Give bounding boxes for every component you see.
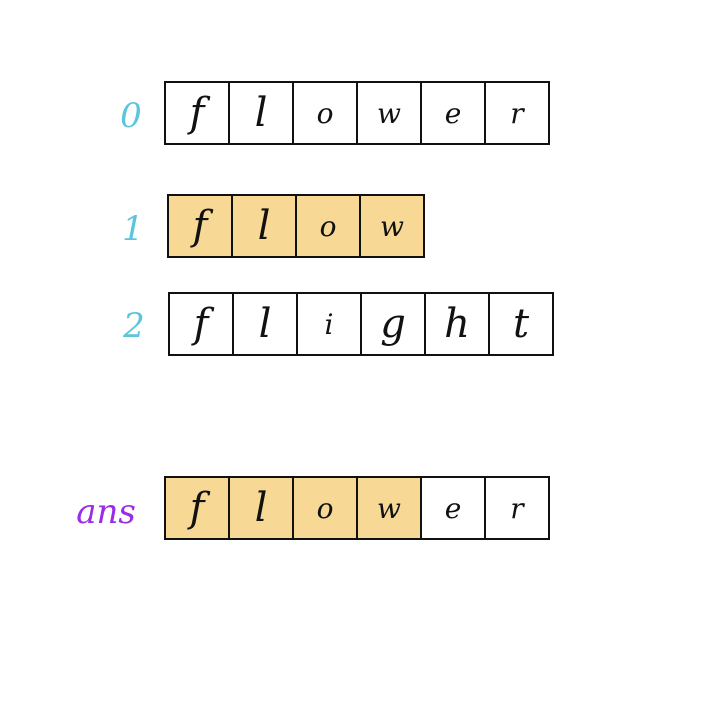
- char-cell: l: [230, 83, 294, 143]
- char-cell: g: [362, 294, 426, 354]
- char-cell: h: [426, 294, 490, 354]
- row-label-2: 2: [123, 306, 145, 346]
- char-cell: w: [358, 83, 422, 143]
- char-cell: l: [230, 478, 294, 538]
- char-cell: f: [169, 196, 233, 256]
- char-cell: f: [166, 83, 230, 143]
- char-cell: w: [358, 478, 422, 538]
- row-label-1: 1: [122, 209, 144, 249]
- char-cell: o: [294, 478, 358, 538]
- char-cell: t: [490, 294, 554, 354]
- char-cell: i: [298, 294, 362, 354]
- char-cell: e: [422, 83, 486, 143]
- row-label-0: 0: [120, 96, 142, 136]
- row-label-ans: ans: [76, 492, 136, 532]
- char-cell: r: [486, 83, 550, 143]
- char-cell: l: [233, 196, 297, 256]
- char-cell: f: [170, 294, 234, 354]
- char-cell: r: [486, 478, 550, 538]
- char-cell: l: [234, 294, 298, 354]
- char-cell: w: [361, 196, 425, 256]
- char-cell: o: [297, 196, 361, 256]
- char-cell: o: [294, 83, 358, 143]
- char-cell: e: [422, 478, 486, 538]
- char-cell: f: [166, 478, 230, 538]
